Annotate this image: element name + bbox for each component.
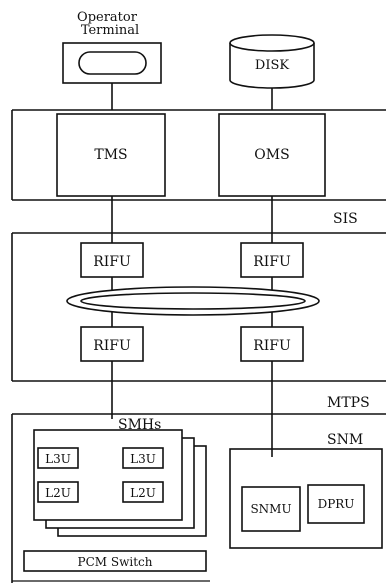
snmu-box <box>241 486 301 532</box>
snm-box <box>229 448 383 549</box>
pcm-switch-box <box>23 550 207 572</box>
terminal-screen-shape <box>78 51 147 75</box>
rifu-top-right-label: RIFU <box>253 254 291 270</box>
sis-label: SIS <box>333 211 358 227</box>
ring-outer-shape <box>66 286 320 316</box>
l3u-left-label: L3U <box>45 452 71 466</box>
rifu-top-left-label: RIFU <box>93 254 131 270</box>
disk: DISK <box>229 34 315 89</box>
operator-terminal-label-line2: Terminal <box>81 23 139 38</box>
tms-label: TMS <box>94 147 127 163</box>
dpru-label: DPRU <box>318 497 355 511</box>
tms-block: TMS <box>56 113 166 197</box>
smh-card-front <box>33 429 183 521</box>
rifu-bottom-right: RIFU <box>240 326 304 362</box>
disk-body-shape <box>229 43 315 89</box>
smhs-label: SMHs <box>118 417 161 433</box>
mtps-label: MTPS <box>327 395 370 411</box>
rifu-top-right: RIFU <box>240 242 304 278</box>
operator-terminal: Operator Terminal <box>62 10 162 84</box>
dpru-box <box>307 484 365 524</box>
pcm-switch-label: PCM Switch <box>78 555 153 569</box>
l2u-left-label: L2U <box>45 486 71 500</box>
snm-label: SNM <box>327 432 363 448</box>
smh-stack: L3U L3U L2U L2U <box>33 429 207 537</box>
tms-box <box>56 113 166 197</box>
l3u-right-box <box>122 447 164 469</box>
pcm-switch: PCM Switch <box>23 550 207 572</box>
oms-block: OMS <box>218 113 326 197</box>
rifu-bottom-right-label: RIFU <box>253 338 291 354</box>
snm-block: SNMU DPRU <box>229 448 383 549</box>
l2u-left-box <box>37 481 79 503</box>
l3u-left-box <box>37 447 79 469</box>
l2u-right-box <box>122 481 164 503</box>
oms-label: OMS <box>254 147 289 163</box>
rifu-top-left: RIFU <box>80 242 144 278</box>
ring-network <box>66 286 320 316</box>
disk-label: DISK <box>255 58 289 73</box>
snmu-label: SNMU <box>250 502 291 516</box>
disk-top-shape <box>229 34 315 52</box>
operator-terminal-label-line1: Operator <box>77 10 138 25</box>
rifu-bottom-left-label: RIFU <box>93 338 131 354</box>
rifu-bottom-left: RIFU <box>80 326 144 362</box>
l3u-right-label: L3U <box>130 452 156 466</box>
l2u-right-label: L2U <box>130 486 156 500</box>
ring-inner-shape <box>80 292 306 310</box>
